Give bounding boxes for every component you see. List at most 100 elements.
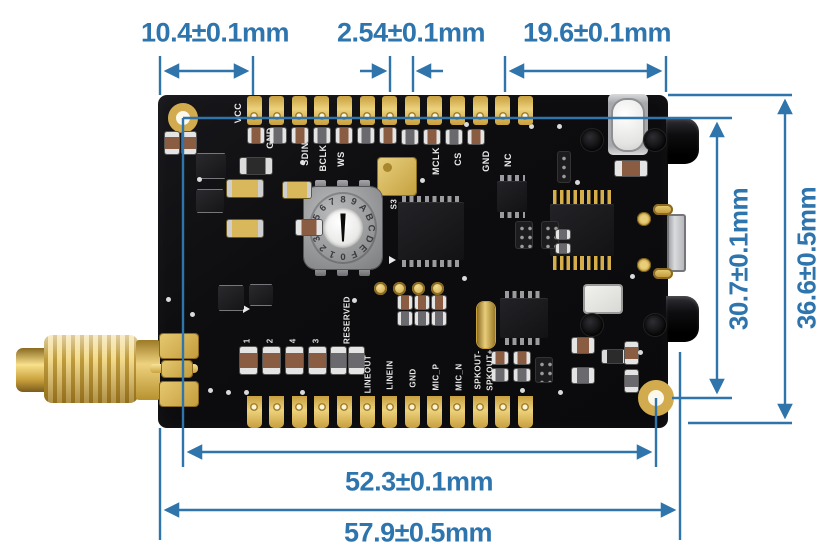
bottom-pin-5 xyxy=(336,396,352,428)
capg-component xyxy=(358,128,374,143)
white-component xyxy=(585,286,621,312)
top-pin-13 xyxy=(517,96,533,125)
goldcyl-component xyxy=(477,302,495,348)
gold-pad xyxy=(393,282,406,295)
ic-main-dsp xyxy=(398,202,464,260)
via-dot xyxy=(558,390,563,395)
goldoval-component xyxy=(653,204,673,215)
bottom-pin-1 xyxy=(246,396,262,428)
jack-leg xyxy=(644,314,666,336)
hdr-component xyxy=(542,222,558,248)
top-pin-9 xyxy=(427,96,443,125)
ic-leads xyxy=(505,337,543,345)
capv-component xyxy=(309,347,326,374)
top-pin-12 xyxy=(495,96,511,125)
ic-leads xyxy=(500,175,525,182)
yel-component xyxy=(227,220,263,237)
cap-component xyxy=(468,130,484,144)
ic-leads xyxy=(500,211,525,218)
via-dot xyxy=(557,124,562,129)
capg-component xyxy=(402,130,418,144)
dimension-label-top-3: 19.6±0.1mm xyxy=(523,17,671,48)
rotary-switch-pin xyxy=(359,266,370,276)
cap-component xyxy=(248,128,264,143)
cap-component xyxy=(336,128,352,143)
via-dot xyxy=(630,274,635,279)
via-dot xyxy=(352,298,357,303)
gold-pad xyxy=(431,282,444,295)
mounting-hole-bottom-right xyxy=(638,380,674,416)
via-dot xyxy=(529,124,534,129)
capg-component xyxy=(446,130,462,144)
jack-leg xyxy=(581,129,603,151)
cap-component xyxy=(398,296,412,309)
screw-component xyxy=(637,258,651,272)
rotary-switch-pin xyxy=(315,266,326,276)
sma-connector-tip xyxy=(16,348,46,392)
via-dot xyxy=(226,390,231,395)
dimension-label-right-inner: 30.7±0.1mm xyxy=(723,187,754,331)
bottom-pin-8 xyxy=(404,396,420,428)
bottom-pin-12 xyxy=(495,396,511,428)
pin1-marker xyxy=(243,305,250,313)
top-pin-5 xyxy=(336,96,352,125)
via-dot xyxy=(462,276,467,281)
sma-solder-pad xyxy=(160,382,198,406)
capv-component xyxy=(165,132,179,154)
via-dot xyxy=(166,297,171,302)
capg-component xyxy=(556,244,570,253)
cap-component xyxy=(296,220,322,235)
goldoval-component xyxy=(653,268,673,279)
rotary-switch-pin xyxy=(315,180,326,190)
capv-component xyxy=(263,347,280,374)
dimension-label-right-outer: 36.6±0.5mm xyxy=(791,186,822,330)
jack-leg xyxy=(644,129,666,151)
sma-connector-threads xyxy=(44,335,138,403)
ic-soic8-bottom xyxy=(500,298,548,338)
top-pin-1 xyxy=(246,96,262,125)
via-dot xyxy=(420,178,425,183)
capg-component xyxy=(314,128,330,143)
sot-component xyxy=(196,154,226,178)
via-dot xyxy=(300,390,305,395)
capv-component xyxy=(240,347,257,374)
jack-leg xyxy=(581,314,603,336)
bottom-pin-9 xyxy=(427,396,443,428)
capg-component xyxy=(415,312,429,325)
hdr-component xyxy=(558,152,570,182)
push-button-cap xyxy=(613,100,643,150)
top-pin-6 xyxy=(359,96,375,125)
via-dot xyxy=(520,388,525,393)
capv-component xyxy=(182,132,196,154)
rotary-digit-C: C xyxy=(365,224,377,232)
rotary-pointer xyxy=(340,213,346,242)
capv-component xyxy=(286,347,303,374)
ic-leads xyxy=(402,259,462,267)
capg-component xyxy=(432,312,446,325)
top-pin-11 xyxy=(472,96,488,125)
cap-component xyxy=(492,352,508,364)
sot-component xyxy=(249,285,273,305)
top-pin-10 xyxy=(449,96,465,125)
top-pin-4 xyxy=(314,96,330,125)
yel-component xyxy=(283,182,311,198)
hdr-component xyxy=(516,222,532,248)
pin1-marker xyxy=(389,256,396,264)
via-dot xyxy=(300,160,305,165)
bottom-pin-3 xyxy=(291,396,307,428)
hdr-component xyxy=(536,358,552,382)
cap-component xyxy=(424,130,440,144)
sma-solder-pad xyxy=(162,361,192,377)
capg-component xyxy=(270,128,286,143)
dimension-label-bottom-inner: 52.3±0.1mm xyxy=(345,466,493,497)
dimension-label-top-1: 10.4±0.1mm xyxy=(141,17,289,48)
micro-usb-connector xyxy=(667,214,686,272)
bottom-pin-2 xyxy=(269,396,285,428)
dimension-label-top-2: 2.54±0.1mm xyxy=(337,17,485,48)
capg-component xyxy=(556,230,570,239)
via-dot xyxy=(244,390,249,395)
via-dot xyxy=(638,350,643,355)
bottom-pin-10 xyxy=(449,396,465,428)
via-dot xyxy=(575,180,580,185)
gold-pad xyxy=(412,282,425,295)
